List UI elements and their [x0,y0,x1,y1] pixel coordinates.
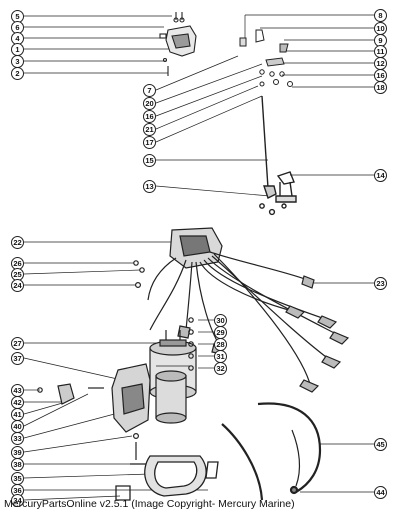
callout-7: 7 [143,84,156,97]
callout-24: 24 [11,279,24,292]
callout-32: 32 [214,362,227,375]
callout-27: 27 [11,337,24,350]
callout-14: 14 [374,169,387,182]
linkage-small-parts [239,29,293,87]
callout-20: 20 [143,97,156,110]
distributor-cap-part [159,12,197,76]
callout-12: 12 [374,57,387,70]
image-caption: MercuryPartsOnline v2.5.1 (Image Copyrig… [4,498,295,510]
callout-44: 44 [374,486,387,499]
callout-13: 13 [143,180,156,193]
callout-18: 18 [374,81,387,94]
throttle-rod [259,95,297,216]
callout-16: 16 [143,110,156,123]
callout-21: 21 [143,123,156,136]
callout-15: 15 [143,154,156,167]
coil-second [155,370,187,424]
callout-38: 38 [11,458,24,471]
callout-43: 43 [11,384,24,397]
callout-34: 34 [11,494,24,507]
callout-16: 16 [374,69,387,82]
fuel-line-hoses [221,402,322,501]
callout-37: 37 [11,352,24,365]
callout-33: 33 [11,432,24,445]
callout-8: 8 [374,9,387,22]
callout-17: 17 [143,136,156,149]
starter-bracket [37,363,152,465]
mounting-band [115,455,219,501]
callout-2: 2 [11,67,24,80]
callout-22: 22 [11,236,24,249]
callout-23: 23 [374,277,387,290]
callout-3: 3 [11,55,24,68]
leader-lines-top-left [23,14,374,501]
callout-45: 45 [374,438,387,451]
